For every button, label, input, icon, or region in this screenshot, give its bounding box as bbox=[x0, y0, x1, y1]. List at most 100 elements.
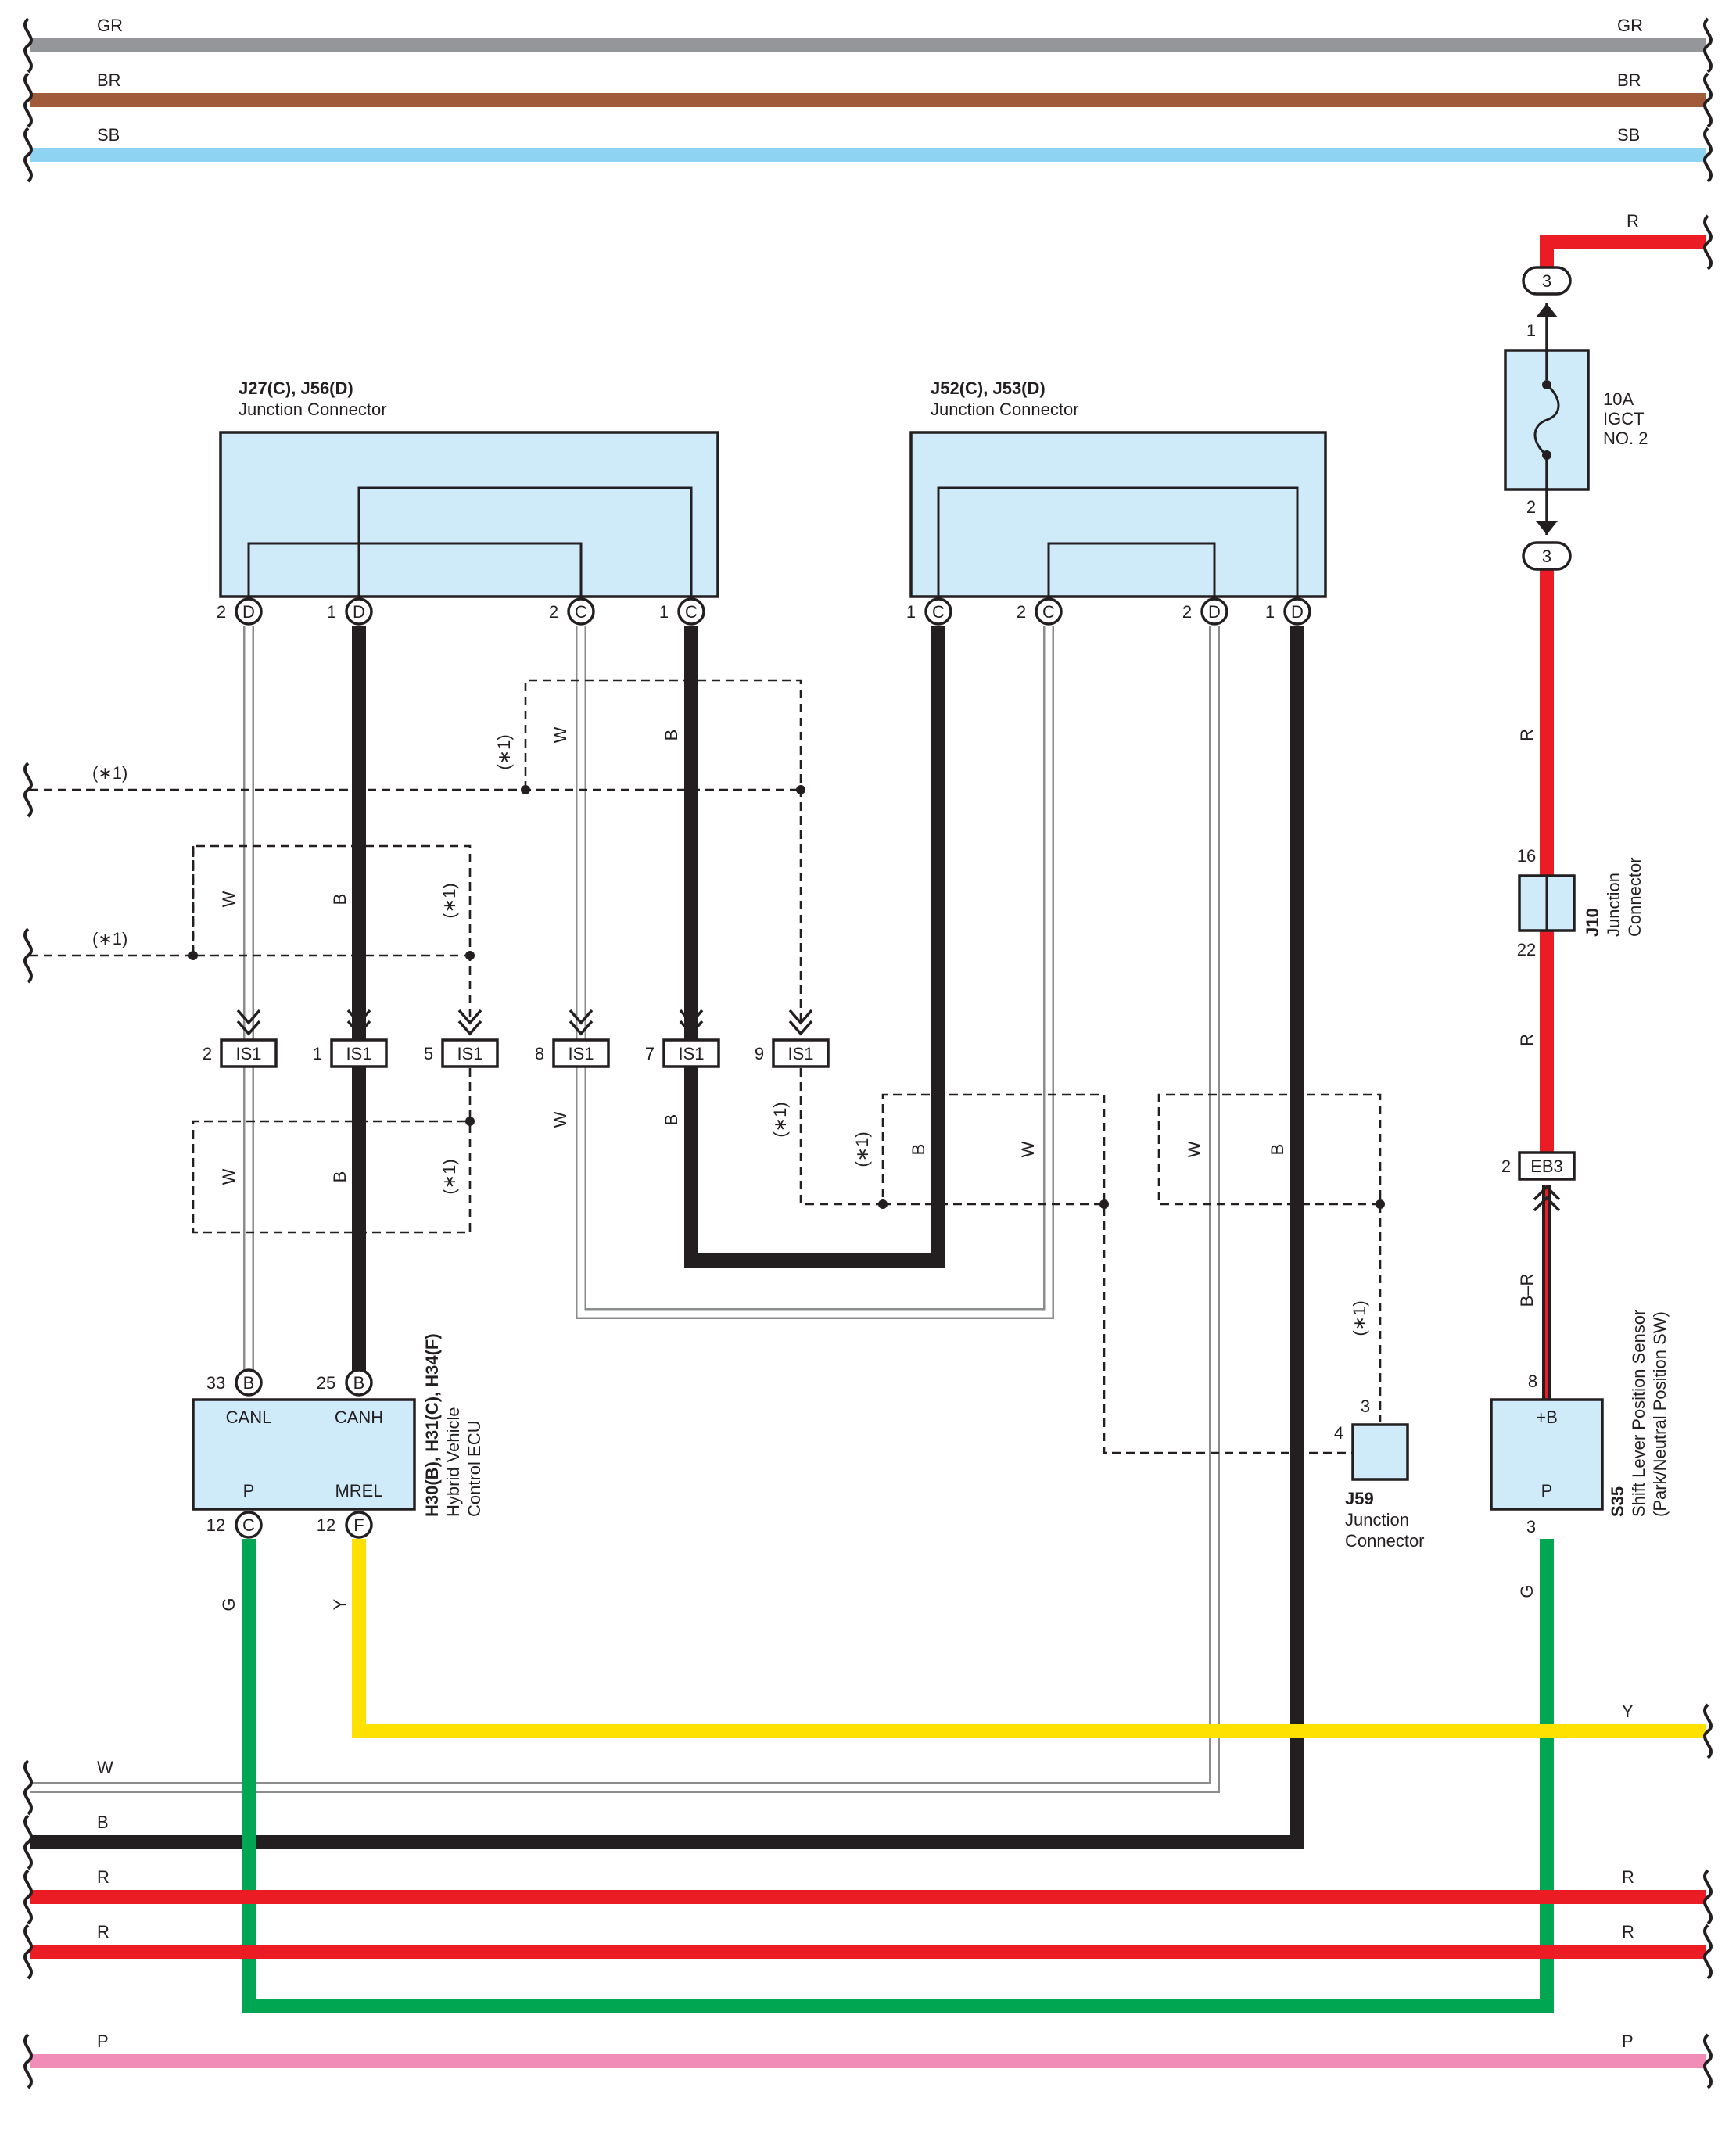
j27-box bbox=[219, 431, 719, 598]
svg-text:12: 12 bbox=[206, 1515, 225, 1535]
svg-text:D: D bbox=[1208, 602, 1221, 622]
ecu-pin-33b: B 33 bbox=[206, 1368, 263, 1397]
junction-dot-2 bbox=[796, 785, 805, 794]
svg-text:W: W bbox=[1185, 1141, 1204, 1157]
svg-text:2: 2 bbox=[549, 602, 558, 622]
is1-connectors: IS1 2 IS1 1 IS1 5 IS1 8 IS1 7 IS1 9 bbox=[203, 1009, 830, 1068]
fuse-pin-top: 1 bbox=[1526, 321, 1536, 340]
svg-text:C: C bbox=[932, 602, 945, 622]
wires-upper-section bbox=[30, 626, 1304, 1849]
bus-label-br-left: BR bbox=[97, 70, 121, 90]
left-continuation-mark bbox=[23, 1814, 33, 1870]
is1-pin-7: IS1 7 bbox=[645, 1038, 720, 1068]
is1-pin-2: IS1 2 bbox=[203, 1038, 278, 1068]
wire-r-top bbox=[1540, 235, 1706, 278]
is1-pin-1: IS1 1 bbox=[313, 1038, 388, 1068]
junction-connector-j59: 3 4 J59 Junction Connector bbox=[1334, 1397, 1425, 1551]
bus-label-gr-right: GR bbox=[1617, 16, 1643, 35]
j27-title: J27(C), J56(D) bbox=[239, 378, 353, 398]
wire-w-j52-2d bbox=[30, 626, 1218, 1791]
ecu-canl-label: CANL bbox=[226, 1407, 272, 1427]
ecu-p-label: P bbox=[243, 1481, 255, 1501]
j59-line2: Connector bbox=[1345, 1531, 1425, 1551]
svg-text:W: W bbox=[551, 726, 570, 743]
svg-text:Y: Y bbox=[330, 1598, 350, 1610]
svg-text:C: C bbox=[1042, 602, 1055, 622]
bus-label-b-left: B bbox=[97, 1813, 109, 1832]
j27-pins: D 2 D 1 C 2 C 1 bbox=[217, 597, 705, 626]
right-power-column: R 3 1 2 3 10A IGCT NO. 2 R R bbox=[1490, 211, 1706, 1598]
j52-pin-1d: D 1 bbox=[1265, 597, 1311, 626]
wire-b-j52-1d bbox=[30, 626, 1304, 1849]
ecu-pin-25b: B 25 bbox=[317, 1368, 373, 1397]
svg-text:(∗1): (∗1) bbox=[852, 1131, 872, 1167]
j52-title: J52(C), J53(D) bbox=[931, 378, 1046, 398]
svg-text:1: 1 bbox=[659, 602, 669, 622]
j52-pin-2d: D 2 bbox=[1182, 597, 1228, 626]
svg-text:2: 2 bbox=[1501, 1156, 1511, 1176]
ecu-pin-12f: F 12 bbox=[317, 1511, 373, 1539]
wire-w-j27-2c-outline bbox=[576, 626, 1054, 1319]
left-continuation-mark bbox=[23, 1869, 33, 1925]
junction-connector-j10: 16 22 J10 Junction Connector bbox=[1517, 846, 1645, 959]
wire-g-ecu-p bbox=[242, 1539, 1554, 2013]
j27-pin-2c: C 2 bbox=[549, 597, 595, 626]
fuse-line1: 10A bbox=[1603, 389, 1634, 409]
s35-pin-8: 8 bbox=[1528, 1372, 1537, 1391]
svg-text:G: G bbox=[1517, 1584, 1537, 1598]
wire-w-j27-2c bbox=[577, 626, 1053, 1318]
svg-text:25: 25 bbox=[317, 1373, 335, 1393]
bottom-bus-wires: Y W B R R R R P P bbox=[30, 1701, 1706, 2068]
svg-text:33: 33 bbox=[206, 1373, 225, 1393]
j27-internal-bus-2 bbox=[247, 542, 583, 611]
svg-text:(∗1): (∗1) bbox=[770, 1102, 790, 1137]
j27-pin-1d: D 1 bbox=[327, 597, 373, 626]
shift-lever-position-sensor-s35: 8 +B P 3 S35 Shift Lever Position Sensor… bbox=[1490, 1310, 1670, 1537]
svg-text:IS1: IS1 bbox=[235, 1044, 261, 1063]
continuation-marks bbox=[23, 17, 1713, 2089]
svg-text:(∗1): (∗1) bbox=[439, 883, 459, 918]
connector-eb3: EB3 2 bbox=[1501, 1151, 1576, 1212]
ecu-line1: Hybrid Vehicle bbox=[443, 1407, 463, 1517]
j27-pin-2d: D 2 bbox=[217, 597, 263, 626]
junction-dot-3 bbox=[188, 951, 198, 960]
bus-label-r2-right: R bbox=[1622, 1922, 1634, 1942]
svg-text:1: 1 bbox=[906, 602, 916, 622]
j27-pin-1c: C 1 bbox=[659, 597, 705, 626]
bus-label-r1-left: R bbox=[97, 1867, 109, 1887]
svg-text:F: F bbox=[353, 1515, 364, 1535]
svg-text:8: 8 bbox=[535, 1044, 544, 1063]
svg-text:5: 5 bbox=[424, 1044, 433, 1063]
j52-internal-bus-2 bbox=[1047, 542, 1216, 611]
left-continuation-mark bbox=[23, 2033, 33, 2089]
svg-text:R: R bbox=[1517, 1034, 1537, 1046]
dash-lower-loop bbox=[192, 844, 472, 1024]
j59-pin-3: 3 bbox=[1361, 1397, 1370, 1416]
j27-internal-bus-1 bbox=[357, 486, 693, 611]
svg-text:D: D bbox=[353, 602, 365, 622]
svg-text:B: B bbox=[353, 1373, 365, 1393]
j10-pin-bottom: 22 bbox=[1517, 940, 1536, 959]
wire-w-j52-2d-outline bbox=[30, 626, 1220, 1793]
svg-text:9: 9 bbox=[755, 1044, 764, 1063]
svg-text:W: W bbox=[551, 1111, 570, 1128]
svg-text:2: 2 bbox=[217, 602, 226, 622]
bus-label-r2-left: R bbox=[97, 1922, 109, 1942]
bus-label-p-left: P bbox=[97, 2031, 109, 2051]
ecu-pin-12c: C 12 bbox=[206, 1511, 263, 1539]
star1-label-upper: (∗1) bbox=[92, 763, 127, 783]
svg-text:(∗1): (∗1) bbox=[439, 1159, 459, 1194]
ecu-box bbox=[192, 1398, 416, 1511]
right-continuation-mark bbox=[1703, 1924, 1713, 1980]
j52-pin-1c: C 1 bbox=[906, 597, 952, 626]
svg-text:IS1: IS1 bbox=[346, 1044, 371, 1063]
top-bus-wires: GR GR BR BR SB SB bbox=[30, 16, 1706, 162]
j52-pin-2c: C 2 bbox=[1017, 597, 1063, 626]
wire-color-labels: (∗1) W B W B (∗1) W B (∗1) W B (∗1) (∗1)… bbox=[219, 726, 1369, 1611]
svg-text:IS1: IS1 bbox=[568, 1044, 594, 1063]
fuse-pin-bottom: 2 bbox=[1526, 497, 1536, 517]
svg-text:C: C bbox=[685, 602, 698, 622]
svg-text:1: 1 bbox=[313, 1044, 322, 1063]
is1-pin-5: IS1 5 bbox=[424, 1038, 499, 1068]
j59-pin-4: 4 bbox=[1334, 1423, 1343, 1443]
